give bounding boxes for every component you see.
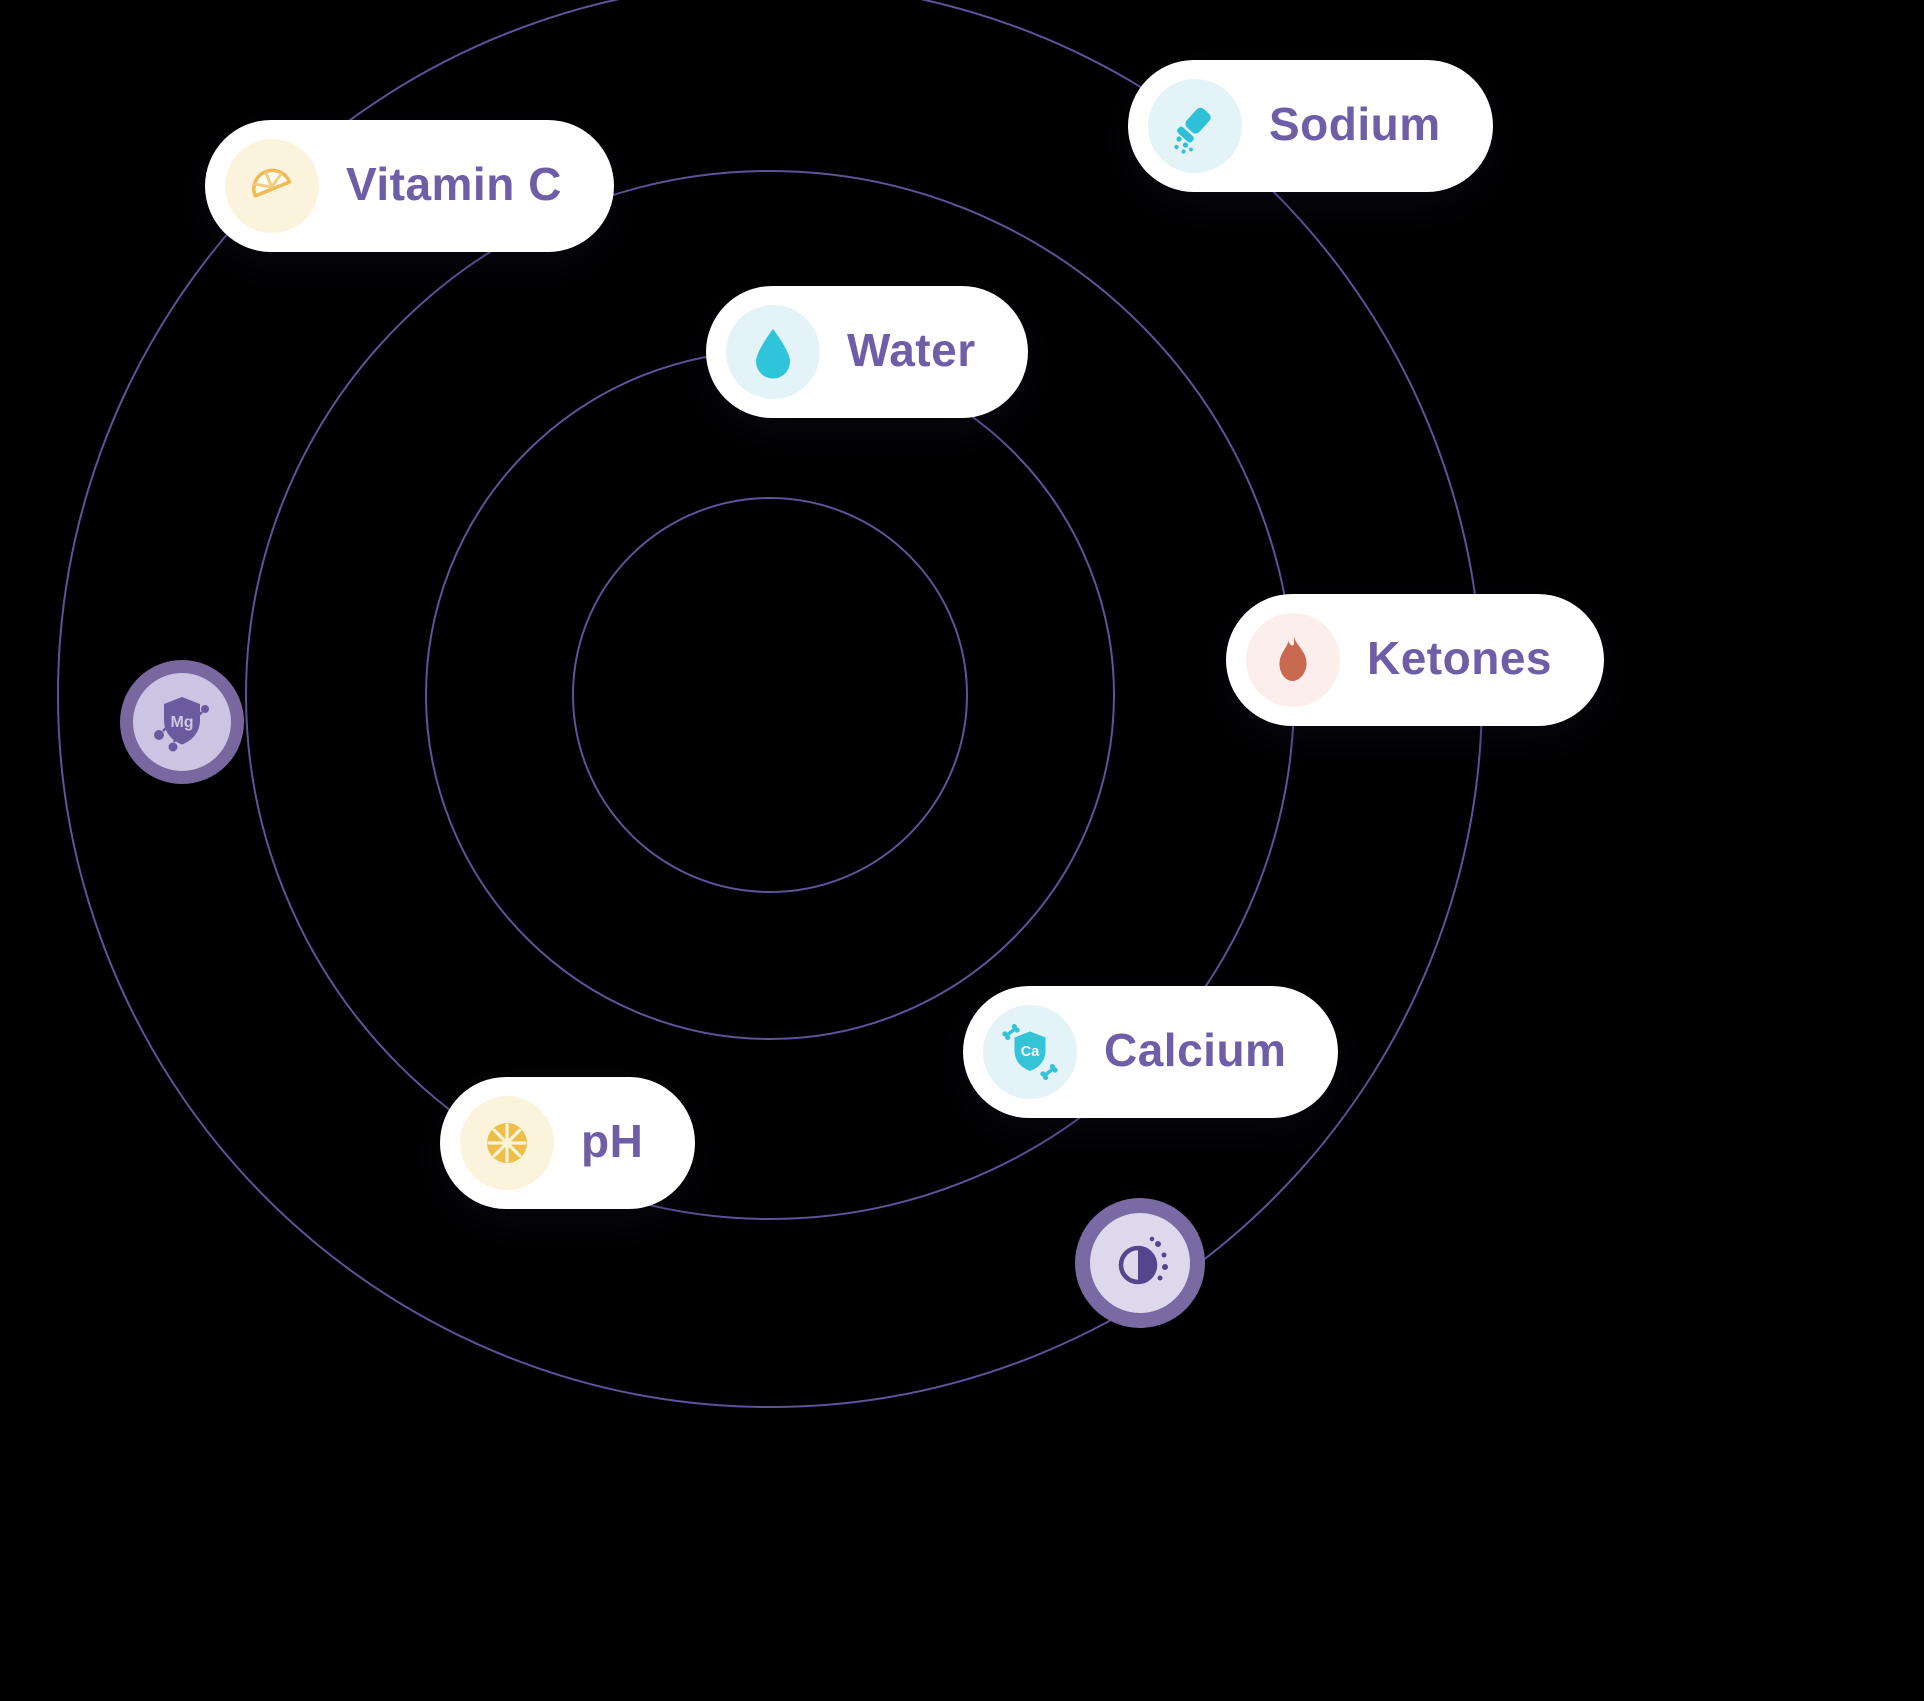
orbit-ring-1 — [572, 497, 968, 893]
magnesium-badge[interactable]: Mg — [120, 660, 244, 784]
pill-vitamin-c[interactable]: Vitamin C — [205, 120, 614, 252]
salt-shaker-icon — [1148, 79, 1242, 173]
pill-water[interactable]: Water — [706, 286, 1028, 418]
pill-label: pH — [581, 1115, 644, 1167]
trace-minerals-badge[interactable] — [1075, 1198, 1205, 1328]
magnesium-symbol: Mg — [170, 714, 193, 731]
pill-ph[interactable]: pH — [440, 1077, 696, 1209]
orbit-ring-2 — [425, 350, 1115, 1040]
pill-label: Calcium — [1104, 1024, 1287, 1076]
pill-label: Water — [847, 324, 976, 376]
calcium-shield-icon: Ca — [983, 1005, 1077, 1099]
water-drop-icon — [726, 305, 820, 399]
half-moon-dots-icon — [1108, 1231, 1172, 1295]
calcium-symbol: Ca — [1021, 1044, 1040, 1060]
pill-ketones[interactable]: Ketones — [1226, 594, 1604, 726]
magnesium-shield-icon: Mg — [150, 690, 214, 754]
pill-label: Ketones — [1367, 632, 1552, 684]
pill-sodium[interactable]: Sodium — [1128, 60, 1493, 192]
pill-calcium[interactable]: Ca Calcium — [963, 986, 1339, 1118]
pill-label: Sodium — [1269, 98, 1441, 150]
citrus-wheel-icon — [460, 1096, 554, 1190]
pill-label: Vitamin C — [346, 158, 562, 210]
flame-icon — [1246, 613, 1340, 707]
lemon-slice-icon — [225, 139, 319, 233]
